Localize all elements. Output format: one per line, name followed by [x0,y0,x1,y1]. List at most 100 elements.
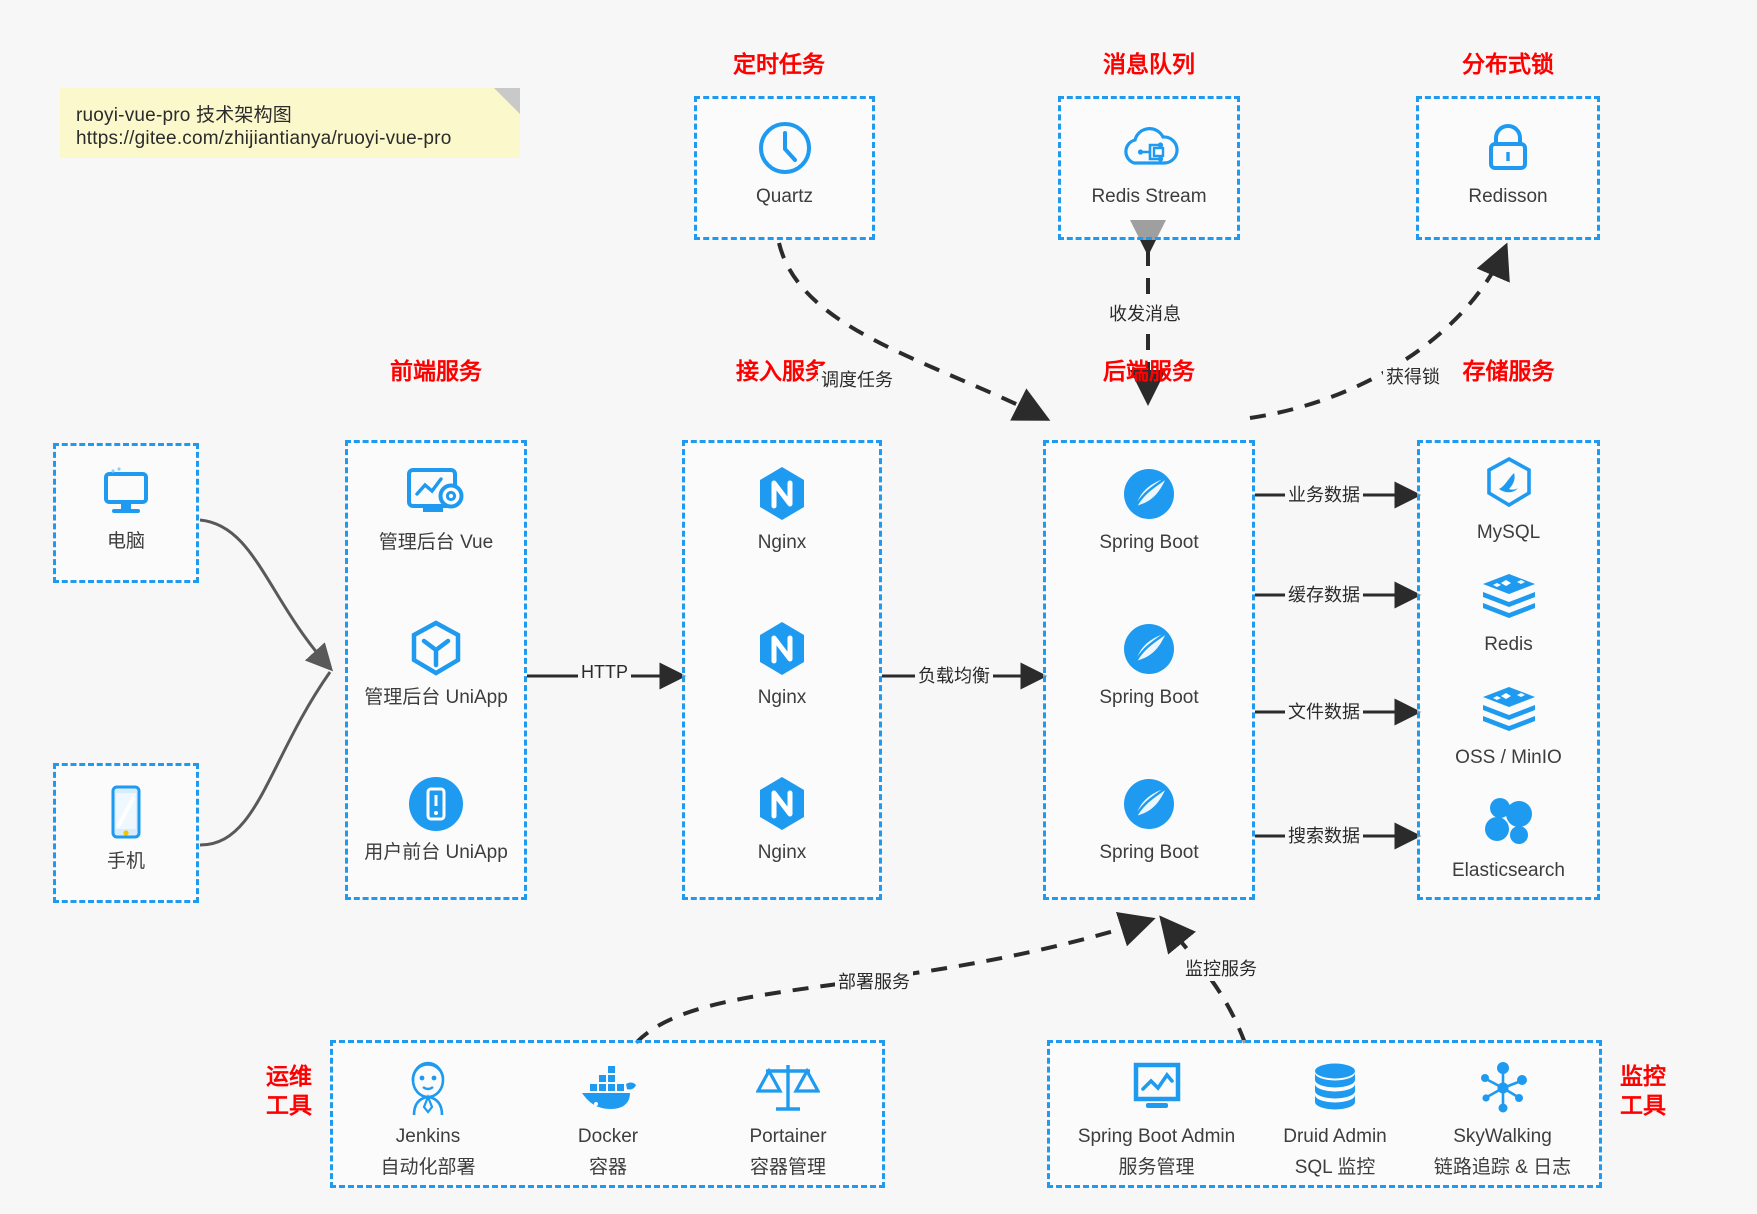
group-monitoring[interactable]: Spring Boot Admin 服务管理 Druid Admin SQL 监… [1047,1040,1602,1188]
group-storage[interactable]: MySQL Redis [1417,440,1600,900]
redis-icon [1420,565,1597,627]
node-user-uniapp[interactable]: 用户前台 UniApp [348,773,524,865]
devops-title-line2: 工具 [266,1091,312,1118]
group-gateway[interactable]: Nginx Nginx Nginx [682,440,882,900]
group-client-mobile[interactable]: 手机 [53,763,199,903]
node-sublabel: 容器管理 [749,1156,826,1178]
note-box: ruoyi-vue-pro 技术架构图 https://gitee.com/zh… [60,88,520,158]
node-oss-minio[interactable]: OSS / MinIO [1420,678,1597,770]
note-fold-corner [494,88,520,114]
node-redis-stream[interactable]: Redis Stream [1061,117,1237,209]
group-title-monitoring: 监控 工具 [1612,1062,1674,1120]
node-label: 管理后台 Vue [378,532,494,553]
edge-label-cache-data: 缓存数据 [1285,581,1363,607]
group-title-backend: 后端服务 [1103,358,1195,384]
node-jenkins[interactable]: Jenkins 自动化部署 [343,1057,513,1180]
group-frontend[interactable]: 管理后台 Vue 管理后台 UniApp 用户前台 UniApp [345,440,527,900]
edge-acquire-lock [1249,242,1510,420]
edge-label-search-data: 搜索数据 [1285,822,1363,848]
node-admin-vue[interactable]: 管理后台 Vue [348,463,524,555]
monitoring-title-line1: 监控 [1620,1063,1666,1089]
node-sublabel: 容器 [588,1156,627,1178]
node-label: OSS / MinIO [1455,747,1562,768]
node-sublabel: SQL 监控 [1294,1156,1376,1178]
desktop-monitor-icon [56,462,196,524]
node-label: Spring Boot Admin [1077,1126,1236,1147]
edge-label-file-data: 文件数据 [1285,698,1363,724]
group-distributed-lock[interactable]: Redisson [1416,96,1600,240]
group-title-storage: 存储服务 [1462,358,1555,384]
jenkins-icon [343,1057,513,1119]
nginx-icon [685,773,879,835]
devops-title-line1: 运维 [266,1063,312,1089]
node-label: Spring Boot [1099,687,1199,708]
edge-schedule-task [777,242,1051,421]
node-label: Nginx [757,842,807,863]
node-spring-boot-3[interactable]: Spring Boot [1046,773,1252,865]
node-sublabel: 链路追踪 & 日志 [1433,1156,1572,1178]
node-druid-admin[interactable]: Druid Admin SQL 监控 [1250,1057,1420,1180]
group-message-queue[interactable]: Redis Stream [1058,96,1240,240]
node-redisson[interactable]: Redisson [1419,117,1597,209]
node-admin-uniapp[interactable]: 管理后台 UniApp [348,618,524,710]
group-title-scheduled-task: 定时任务 [733,51,825,77]
node-label: Spring Boot [1099,842,1199,863]
node-pc[interactable]: 电脑 [56,462,196,554]
edge-pc-to-frontend [199,518,334,672]
edge-label-deploy-service: 部署服务 [835,968,913,994]
database-icon [1250,1057,1420,1119]
spring-boot-icon [1046,618,1252,680]
note-url: https://gitee.com/zhijiantianya/ruoyi-vu… [76,128,452,149]
docker-icon [523,1057,693,1119]
node-nginx-1[interactable]: Nginx [685,463,879,555]
spring-boot-icon [1046,463,1252,525]
edge-label-business-data: 业务数据 [1285,481,1363,507]
node-skywalking[interactable]: SkyWalking 链路追踪 & 日志 [1405,1057,1600,1180]
edge-monitor-service [1159,915,1247,1044]
node-label: Jenkins [395,1126,461,1147]
node-label: 用户前台 UniApp [364,842,508,863]
node-redis[interactable]: Redis [1420,565,1597,657]
node-label: 管理后台 UniApp [364,687,508,708]
group-client-pc[interactable]: 电脑 [53,443,199,583]
node-label: 电脑 [106,531,145,552]
spring-boot-icon [1046,773,1252,835]
note-title: ruoyi-vue-pro 技术架构图 [76,105,293,126]
lock-icon [1419,117,1597,179]
group-scheduled-task[interactable]: Quartz [694,96,875,240]
group-title-frontend: 前端服务 [390,358,482,384]
node-nginx-2[interactable]: Nginx [685,618,879,710]
node-label: Quartz [755,186,814,207]
node-portainer[interactable]: Portainer 容器管理 [703,1057,873,1180]
group-backend[interactable]: Spring Boot Spring Boot Spring Boot [1043,440,1255,900]
edge-label-load-balance: 负载均衡 [915,662,993,688]
node-quartz[interactable]: Quartz [697,117,872,209]
monitor-chart-icon [1054,1057,1259,1119]
node-mysql[interactable]: MySQL [1420,453,1597,545]
node-elasticsearch[interactable]: Elasticsearch [1420,791,1597,883]
node-label: Redisson [1468,186,1548,207]
edge-label-schedule-task: 调度任务 [818,366,896,392]
group-devops[interactable]: Jenkins 自动化部署 Docker 容器 [330,1040,885,1188]
node-docker[interactable]: Docker 容器 [523,1057,693,1180]
smartphone-icon [56,782,196,844]
edge-label-acquire-lock: 获得锁 [1383,363,1443,389]
node-spring-boot-admin[interactable]: Spring Boot Admin 服务管理 [1054,1057,1259,1180]
node-spring-boot-1[interactable]: Spring Boot [1046,463,1252,555]
edge-label-http: HTTP [578,662,631,683]
oss-minio-icon [1420,678,1597,740]
cube-icon [348,618,524,680]
group-title-devops: 运维 工具 [258,1062,320,1120]
node-label: Redis [1484,634,1533,655]
node-label: Elasticsearch [1452,860,1565,881]
node-nginx-3[interactable]: Nginx [685,773,879,865]
monitoring-title-line2: 工具 [1620,1091,1666,1118]
edge-deploy-service [634,911,1156,1045]
clock-icon [697,117,872,179]
node-mobile[interactable]: 手机 [56,782,196,874]
node-spring-boot-2[interactable]: Spring Boot [1046,618,1252,710]
node-label: Nginx [757,687,807,708]
node-label: 手机 [106,851,145,872]
